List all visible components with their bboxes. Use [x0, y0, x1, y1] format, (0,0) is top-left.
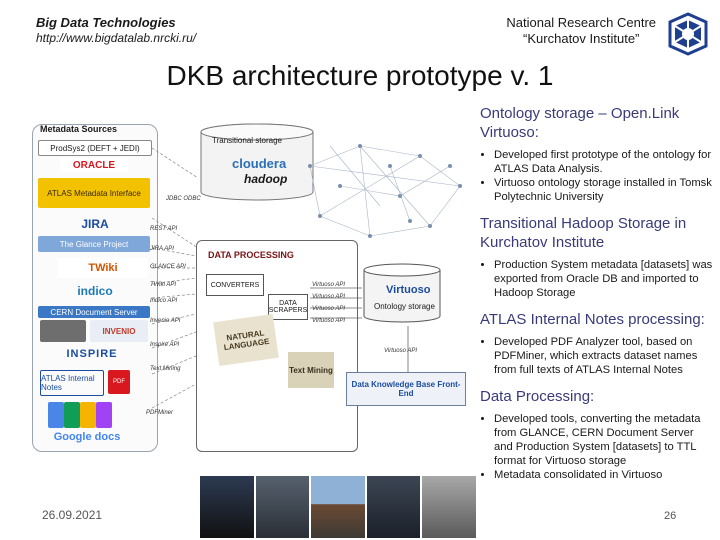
source-prodsys2: ProdSys2 (DEFT + JEDI): [38, 140, 152, 156]
source-pdf: PDF: [108, 370, 130, 394]
section-processing-bullet: Metadata consolidated in Virtuoso: [494, 468, 714, 482]
gdoc-yellow: [80, 402, 96, 428]
ontology-graph-graphic: [308, 144, 462, 238]
source-oracle: ORACLE: [60, 158, 128, 172]
section-ontology-list: Developed first prototype of the ontolog…: [480, 148, 714, 204]
section-hadoop-list: Production System metadata [datasets] wa…: [480, 258, 714, 300]
source-invenio: INVENIO: [90, 320, 148, 342]
datacenter-photo-1: [200, 476, 254, 538]
source-google-docs: Google docs: [53, 431, 121, 443]
transitional-storage-label: Transitional storage: [212, 136, 282, 145]
header-project-title: Big Data Technologies: [36, 15, 176, 30]
api-inspire: Inspire API: [150, 342, 180, 348]
dkb-frontend-box: Data Knowledge Base Front-End: [346, 372, 466, 406]
kurchatov-logo-icon: [668, 12, 708, 56]
virtuoso-api-3: Virtuoso API: [312, 306, 346, 312]
datacenter-photo-2: [255, 476, 310, 538]
api-invenio: Invenio API: [150, 318, 181, 324]
section-hadoop-heading: Transitional Hadoop Storage in Kurchatov…: [480, 215, 687, 251]
source-cds: CERN Document Server: [38, 306, 150, 318]
transitional-storage-cylinder: [200, 123, 314, 201]
section-processing-heading: Data Processing:: [480, 388, 595, 405]
section-notes-bullet: Developed PDF Analyzer tool, based on PD…: [494, 335, 714, 377]
header-url[interactable]: http://www.bigdatalab.nrcki.ru/: [36, 31, 197, 45]
cloudera-logo: cloudera: [232, 156, 287, 171]
gdoc-blue: [48, 402, 64, 428]
data-scrapers-box: DATA SCRAPERS: [268, 294, 308, 320]
section-ontology-bullet: Developed first prototype of the ontolog…: [494, 148, 714, 176]
institution-line2: “Kurchatov Institute”: [523, 31, 640, 46]
api-jdbc-odbc: JDBC ODBC: [166, 196, 201, 202]
text-mining-graphic: Text Mining: [288, 352, 334, 388]
section-processing-bullet: Developed tools, converting the metadata…: [494, 412, 714, 468]
building-photo: [311, 476, 365, 538]
source-cern-logo: [40, 320, 86, 342]
metadata-sources-label: Metadata Sources: [40, 124, 118, 134]
data-processing-label: DATA PROCESSING: [208, 250, 294, 260]
datacenter-photo-4: [422, 476, 476, 538]
virtuoso-api-4: Virtuoso API: [312, 318, 346, 324]
description-column: Ontology storage – Open.Link Virtuoso: D…: [480, 104, 714, 482]
datacenter-photo-3: [366, 476, 421, 538]
page-number: 26: [664, 510, 677, 522]
gdoc-purple: [96, 402, 112, 428]
source-glance: The Glance Project: [38, 236, 150, 252]
gdoc-green: [64, 402, 80, 428]
ontology-storage-label: Ontology storage: [374, 302, 435, 311]
section-notes-heading: ATLAS Internal Notes processing:: [480, 311, 705, 328]
source-jira: JIRA: [81, 217, 109, 231]
slide-date: 26.09.2021: [42, 508, 103, 522]
section-processing-list: Developed tools, converting the metadata…: [480, 412, 714, 482]
section-notes-list: Developed PDF Analyzer tool, based on PD…: [480, 335, 714, 377]
source-indico: indico: [77, 284, 113, 298]
virtuoso-label: Virtuoso: [386, 284, 431, 296]
api-indico: Indico API: [150, 298, 178, 304]
photo-strip: [200, 476, 476, 540]
virtuoso-api-5: Virtuoso API: [384, 348, 418, 354]
api-pdfminer: PDFMiner: [146, 410, 174, 416]
virtuoso-api-1: Virtuoso API: [312, 282, 346, 288]
converters-box: CONVERTERS: [206, 274, 264, 296]
header-institution: National Research Centre “Kurchatov Inst…: [506, 15, 656, 47]
api-jira: JIRA API: [150, 246, 174, 252]
virtuoso-cylinder: [363, 263, 441, 323]
source-twiki: TWiki: [58, 258, 148, 278]
institution-line1: National Research Centre: [506, 15, 656, 30]
section-hadoop-bullet: Production System metadata [datasets] wa…: [494, 258, 714, 300]
slide-title: DKB architecture prototype v. 1: [166, 60, 554, 91]
api-rest: REST API: [150, 226, 178, 232]
source-inspire: INSPIRE: [66, 348, 118, 360]
api-twiki: TWiki API: [150, 282, 177, 288]
source-ami: ATLAS Metadata Interface: [38, 178, 150, 208]
data-processing-panel: [196, 240, 358, 452]
diagram-connectors: [151, 147, 409, 409]
virtuoso-api-2: Virtuoso API: [312, 294, 346, 300]
section-ontology-heading: Ontology storage – Open.Link Virtuoso:: [480, 105, 680, 141]
api-glance: GLANCE API: [150, 264, 186, 270]
source-atlas-notes: ATLAS Internal Notes: [40, 370, 104, 396]
hadoop-logo: hadoop: [244, 172, 288, 186]
api-text-mining: Text Mining: [150, 366, 181, 372]
section-ontology-bullet: Virtuoso ontology storage installed in T…: [494, 176, 714, 204]
